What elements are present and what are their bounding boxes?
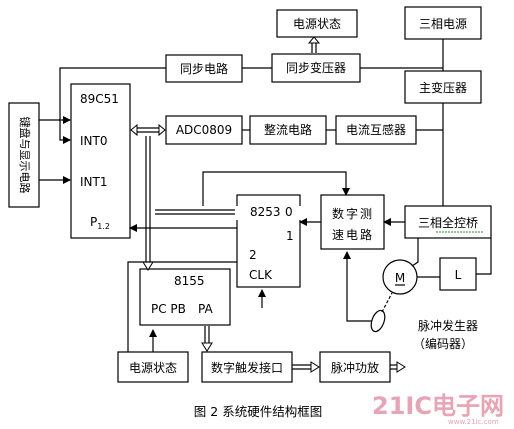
power-status-bottom-box: 电源状态 xyxy=(117,351,189,383)
main-transformer-box: 主变压器 xyxy=(404,70,482,104)
ppi-ports-right: PA xyxy=(198,302,213,316)
link-bridge-motor xyxy=(411,238,419,267)
current-transformer-box: 电流互感器 xyxy=(335,115,417,145)
power-status-top-box: 电源状态 xyxy=(276,9,358,38)
encoder-label-line1: 脉冲发生器 xyxy=(418,318,478,333)
ppi-label: 8155 xyxy=(174,274,205,288)
speed-circuit-line2: 速电路 xyxy=(332,227,374,242)
bridge-label: 三相全控桥 xyxy=(418,215,478,230)
adc0809-box: ADC0809 xyxy=(165,115,243,145)
site-watermark: 21IC电子网 www.21ic.com xyxy=(372,392,504,426)
int0-label: INT0 xyxy=(80,134,107,148)
three-phase-power-box: 三相电源 xyxy=(404,6,482,40)
rectifier-label: 整流电路 xyxy=(264,122,312,137)
pulse-amp-label: 脉冲功放 xyxy=(331,360,379,375)
adc-label: ADC0809 xyxy=(176,123,232,137)
rectifier-box: 整流电路 xyxy=(249,115,327,145)
trigger-interface-label: 数字触发接口 xyxy=(211,360,283,375)
mcu-89c51-box: 89C51 INT0 INT1 P1.2 xyxy=(70,83,131,239)
pulse-amp-box: 脉冲功放 xyxy=(319,351,391,383)
power-status-top-label: 电源状态 xyxy=(293,17,341,31)
three-phase-power-label: 三相电源 xyxy=(419,17,467,31)
sync-transformer-box: 同步变压器 xyxy=(271,53,361,83)
figure-caption: 图 2 系统硬件结构框图 xyxy=(194,404,322,419)
arrow-adc-to-mcu xyxy=(130,123,138,137)
timer-two-label: 2 xyxy=(249,248,257,262)
mcu-label: 89C51 xyxy=(80,92,119,106)
load-box: L xyxy=(439,257,477,291)
arrow-8155-to-trigger xyxy=(201,342,213,352)
speed-circuit-line1: 数字测 xyxy=(332,206,374,221)
load-label: L xyxy=(455,268,462,282)
trigger-interface-box: 数字触发接口 xyxy=(201,351,293,383)
main-transformer-label: 主变压器 xyxy=(419,80,467,95)
timer-8253-box: 8253 0 1 2 CLK xyxy=(234,194,304,288)
int1-label: INT1 xyxy=(80,175,107,189)
arrow-mcu-to-adc xyxy=(158,123,166,137)
sync-circuit-box: 同步电路 xyxy=(165,54,243,83)
p12-label: P1.2 xyxy=(90,215,110,231)
link-8155-timer xyxy=(127,261,237,352)
bridge-box: 三相全控桥 xyxy=(404,205,492,239)
motor-label: M xyxy=(395,271,405,285)
encoder-disk xyxy=(370,292,393,333)
motor: M xyxy=(382,259,418,295)
arrow-to-power-status-top xyxy=(307,36,321,44)
sync-circuit-label: 同步电路 xyxy=(180,61,228,76)
timer-chip-label: 8253 xyxy=(250,205,281,219)
link-encoder-to-speed xyxy=(343,251,372,322)
speed-circuit-box: 数字测 速电路 xyxy=(320,194,385,250)
sync-transformer-label: 同步变压器 xyxy=(286,60,346,75)
timer-zero-label: 0 xyxy=(285,205,293,219)
ppi-8155-box: 8155 PC PB PA xyxy=(139,268,231,326)
arrow-pulse-output xyxy=(396,361,406,373)
link-load-bridge xyxy=(476,238,492,275)
side-interface-box: 键盘与显示电路 xyxy=(8,102,40,208)
power-status-bottom-label: 电源状态 xyxy=(129,361,177,375)
watermark-logo: 21IC电子网 xyxy=(372,392,504,420)
clk-label: CLK xyxy=(249,268,273,282)
ppi-ports-left: PC PB xyxy=(151,302,186,316)
encoder-label-line2: （编码器） xyxy=(413,336,473,351)
link-sync-to-int0 xyxy=(59,67,166,144)
watermark-url: www.21ic.com xyxy=(448,418,499,426)
side-interface-label: 键盘与显示电路 xyxy=(18,117,32,194)
arrow-trigger-to-pulse xyxy=(310,361,320,373)
timer-one-label: 1 xyxy=(286,229,294,243)
current-transformer-label: 电流互感器 xyxy=(346,122,406,137)
link-top-loop-speed xyxy=(202,171,350,206)
